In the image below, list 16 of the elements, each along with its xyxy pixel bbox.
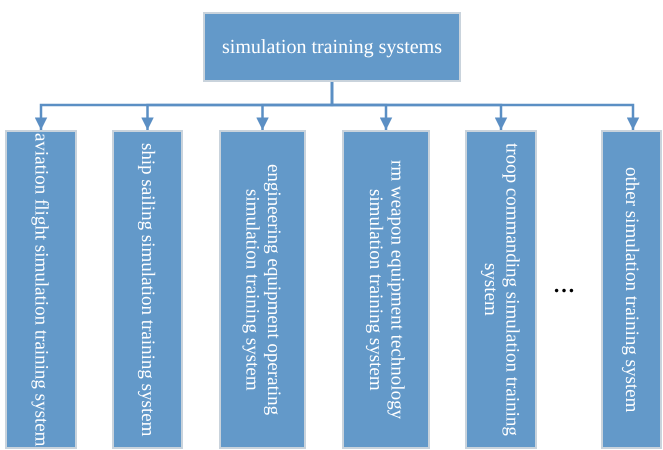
box-label: simulation training systems [222, 35, 442, 60]
box-label: engineering equipment operating simulation training system [241, 162, 284, 418]
box-label: rm weapon equipment technology simulation training system [364, 158, 408, 422]
root-box [203, 12, 461, 82]
category-box [112, 130, 183, 449]
box-label: ship sailing simulation training system [136, 142, 158, 436]
category-box [342, 130, 430, 449]
ellipsis-text: … [553, 272, 575, 298]
box-label: aviation flight simulation training system [30, 132, 52, 446]
connector-arrow [330, 82, 640, 130]
category-box [219, 130, 306, 449]
box-label: troop commanding simulation training system [480, 142, 522, 438]
box-label: other simulation training system [620, 166, 642, 412]
category-box [601, 130, 662, 449]
category-box [5, 130, 77, 449]
category-box [465, 130, 537, 449]
